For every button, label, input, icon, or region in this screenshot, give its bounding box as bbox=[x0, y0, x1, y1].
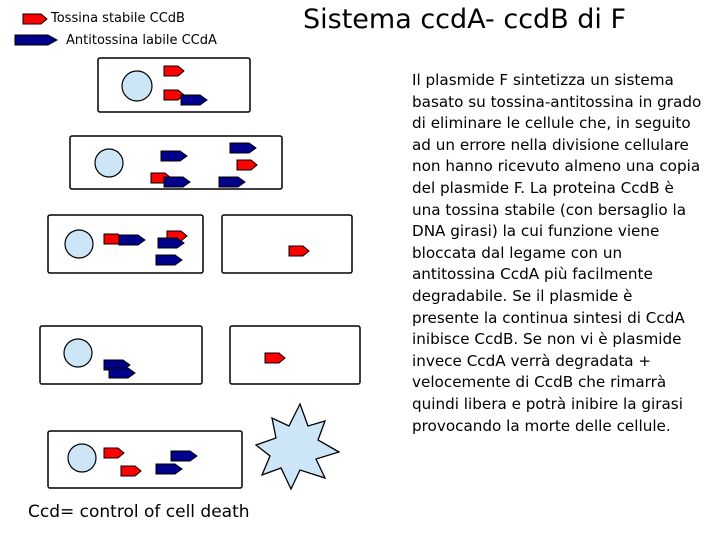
description-text: Il plasmide F sintetizza un sistema basa… bbox=[412, 71, 702, 435]
cell-membrane-right bbox=[221, 214, 353, 274]
legend-toxin: Tossina stabile CCdB bbox=[22, 11, 185, 26]
cell-membrane bbox=[69, 135, 283, 190]
plasmid bbox=[94, 148, 124, 178]
toxin-arrow-icon bbox=[22, 13, 48, 24]
cell-diagram bbox=[39, 57, 361, 491]
antitoxin-arrow-icon bbox=[14, 34, 58, 46]
plasmid bbox=[67, 443, 97, 473]
plasmid bbox=[64, 229, 94, 259]
page-title: Sistema ccdA- ccdB di F bbox=[303, 4, 627, 35]
dead-cell-burst bbox=[254, 402, 341, 491]
cell-generation-2 bbox=[69, 135, 283, 190]
legend-antitoxin: Antitossina labile CCdA bbox=[14, 32, 217, 48]
cell-generation-4 bbox=[39, 325, 361, 385]
cell-generation-1 bbox=[97, 57, 251, 113]
legend-toxin-label: Tossina stabile CCdB bbox=[51, 11, 185, 26]
cell-generation-5 bbox=[47, 402, 341, 491]
cell-membrane-right bbox=[229, 325, 361, 385]
footer-note: Ccd= control of cell death bbox=[28, 502, 250, 522]
cell-generation-3 bbox=[47, 214, 353, 274]
cell-membrane bbox=[47, 430, 243, 489]
plasmid bbox=[121, 70, 153, 102]
plasmid bbox=[63, 338, 93, 368]
legend-antitoxin-label: Antitossina labile CCdA bbox=[66, 32, 217, 48]
